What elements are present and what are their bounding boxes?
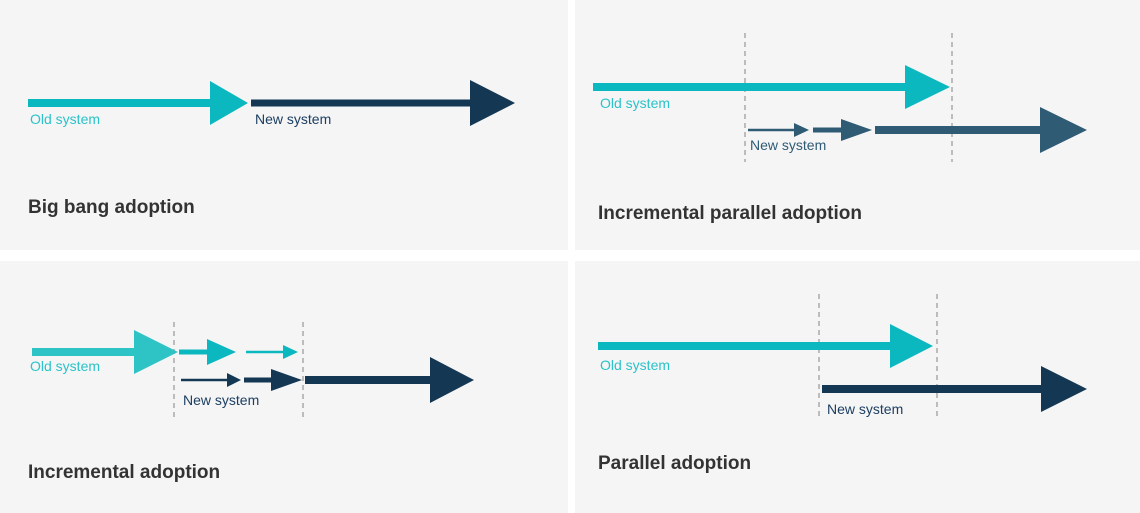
parallel-diagram: [598, 294, 1087, 420]
big-bang-diagram: [28, 80, 515, 126]
old-system-arrow: [598, 324, 933, 368]
arrow-head: [227, 373, 241, 387]
arrow-head: [210, 81, 248, 125]
new-system-arrow-medium: [244, 369, 302, 391]
incremental-diagram: [32, 322, 474, 418]
old-system-label: Old system: [30, 111, 101, 127]
old-system-label: Old system: [600, 357, 671, 373]
arrow-head: [271, 369, 302, 391]
arrow-head: [470, 80, 515, 126]
new-system-label: New system: [183, 392, 260, 408]
quadrant-title: Parallel adoption: [598, 453, 752, 474]
new-system-label: New system: [827, 401, 904, 417]
arrow-head: [841, 119, 872, 141]
arrow-head: [430, 357, 474, 403]
incremental-parallel-diagram: [593, 33, 1087, 162]
arrow-head: [1040, 107, 1087, 153]
arrow-head: [890, 324, 933, 368]
new-system-arrow: [251, 80, 515, 126]
new-system-arrow-large: [305, 357, 474, 403]
old-system-arrow-small: [246, 345, 298, 359]
old-system-label: Old system: [600, 95, 671, 111]
old-system-arrow: [28, 81, 248, 125]
old-system-arrow: [593, 65, 950, 109]
arrow-head: [283, 345, 298, 359]
new-system-label: New system: [255, 111, 332, 127]
new-system-arrow-small: [181, 373, 241, 387]
arrow-head: [794, 123, 809, 137]
panel-big-bang: Old system New system Big bang adoption: [0, 0, 568, 250]
old-system-arrow-large: [32, 330, 178, 374]
panel-parallel: Old system New system Parallel adoption: [575, 261, 1140, 513]
new-system-arrow: [822, 366, 1087, 412]
panel-incremental: Old system New system Incremental adopti…: [0, 261, 568, 513]
new-system-arrow-large: [875, 107, 1087, 153]
quadrant-title: Incremental adoption: [28, 462, 221, 483]
quadrant-title: Big bang adoption: [28, 197, 195, 218]
arrow-head: [207, 339, 236, 365]
old-system-label: Old system: [30, 358, 101, 374]
panel-incremental-parallel: Old system New system Incremental parall…: [575, 0, 1140, 250]
new-system-label: New system: [750, 137, 827, 153]
arrow-head: [134, 330, 178, 374]
new-system-arrow-medium: [813, 119, 872, 141]
arrow-head: [1041, 366, 1087, 412]
old-system-arrow-medium: [179, 339, 236, 365]
quadrant-title: Incremental parallel adoption: [598, 203, 862, 224]
arrow-head: [905, 65, 950, 109]
new-system-arrow-small: [748, 123, 809, 137]
